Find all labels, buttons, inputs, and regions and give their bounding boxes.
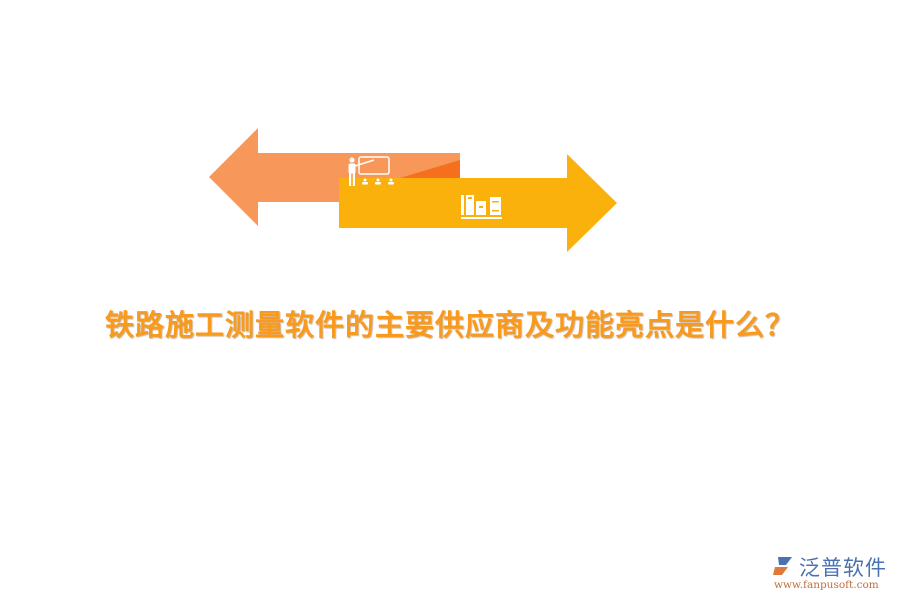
page-title: 铁路施工测量软件的主要供应商及功能亮点是什么？: [104, 308, 795, 342]
brand-name: 泛普软件: [799, 556, 887, 580]
fanpu-logo-icon: [773, 557, 792, 575]
brand-logo: 泛普软件 www.fanpusoft.com: [772, 552, 896, 592]
double-arrow-graphic: [209, 128, 617, 252]
brand-url: www.fanpusoft.com: [774, 579, 879, 591]
books-on-shelf-icon: [461, 195, 502, 219]
teacher-presentation-icon: [348, 156, 394, 186]
